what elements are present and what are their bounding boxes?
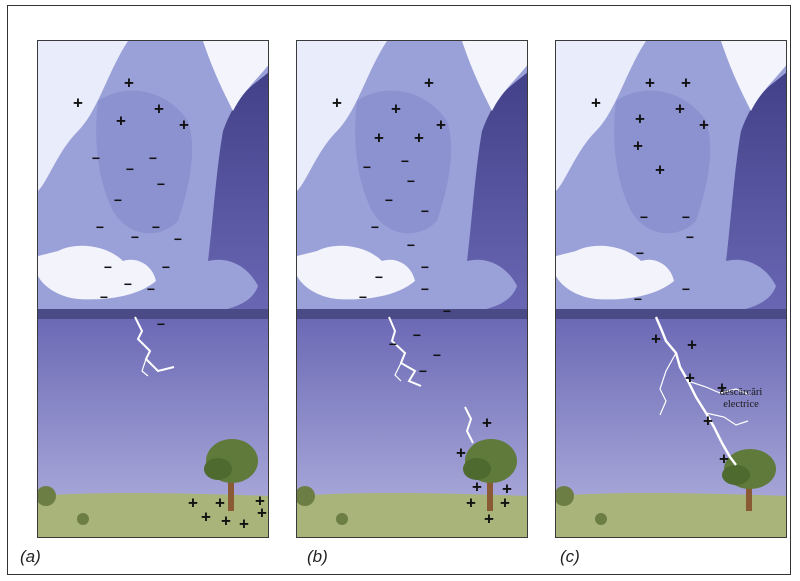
positive-charge: + — [500, 493, 510, 513]
positive-charge: + — [472, 477, 482, 497]
positive-charge: + — [239, 514, 249, 534]
positive-charge: + — [221, 511, 231, 531]
positive-charge: + — [484, 509, 494, 529]
negative-charge: − — [418, 363, 428, 379]
positive-charge: + — [466, 493, 476, 513]
positive-charge: + — [391, 99, 401, 119]
positive-charge: + — [681, 73, 691, 93]
positive-charge: + — [255, 491, 265, 511]
positive-charge: + — [456, 443, 466, 463]
positive-charge: + — [154, 99, 164, 119]
caption-b: (b) — [307, 547, 328, 566]
positive-charge: + — [124, 73, 134, 93]
lightning-bolt — [654, 316, 737, 466]
positive-charge: + — [201, 507, 211, 527]
negative-charge: − — [370, 219, 380, 235]
positive-charge: + — [703, 411, 713, 431]
caption-c: (c) — [560, 547, 580, 566]
panel-a: + + + + + − − − − − − − − − − − − − − − … — [37, 40, 269, 538]
negative-charge: − — [123, 276, 133, 292]
annotation-line-1: descărcări — [719, 387, 763, 398]
negative-charge: − — [125, 161, 135, 177]
negative-charge: − — [103, 259, 113, 275]
lightning-bolt — [388, 316, 422, 387]
positive-charge: + — [699, 115, 709, 135]
positive-charge: + — [257, 503, 267, 523]
annotation-line-2: electrice — [723, 399, 759, 411]
negative-charge: − — [358, 289, 368, 305]
positive-charge: + — [332, 93, 342, 113]
storm-scene-b — [297, 41, 527, 537]
upward-streamer — [464, 406, 474, 444]
negative-charge: − — [420, 281, 430, 297]
positive-charge: + — [655, 160, 665, 180]
negative-charge: − — [156, 176, 166, 192]
negative-charge: − — [400, 153, 410, 169]
positive-charge: + — [635, 109, 645, 129]
annotation-label: descărcări electrice — [696, 387, 786, 411]
negative-charge: − — [639, 209, 649, 225]
negative-charge: − — [412, 327, 422, 343]
positive-charge: + — [717, 378, 727, 398]
panel-c: + + + + + + + + − − − − − − + + + + + + … — [555, 40, 787, 538]
negative-charge: − — [95, 219, 105, 235]
negative-charge: − — [130, 229, 140, 245]
positive-charge: + — [719, 449, 729, 469]
positive-charge: + — [374, 128, 384, 148]
positive-charge: + — [116, 111, 126, 131]
storm-scene-a — [38, 41, 268, 537]
panel-b: + + + + + + − − − − − − − − − − − − − − … — [296, 40, 528, 538]
negative-charge: − — [388, 336, 398, 352]
negative-charge: − — [156, 316, 166, 332]
negative-charge: − — [374, 269, 384, 285]
positive-charge: + — [645, 73, 655, 93]
positive-charge: + — [482, 413, 492, 433]
positive-charge: + — [424, 73, 434, 93]
negative-charge: − — [99, 289, 109, 305]
positive-charge: + — [179, 115, 189, 135]
caption-a: (a) — [20, 547, 41, 566]
negative-charge: − — [432, 347, 442, 363]
negative-charge: − — [442, 303, 452, 319]
negative-charge: − — [420, 259, 430, 275]
positive-charge: + — [651, 329, 661, 349]
positive-charge: + — [685, 368, 695, 388]
positive-charge: + — [73, 93, 83, 113]
positive-charge: + — [633, 136, 643, 156]
negative-charge: − — [362, 159, 372, 175]
positive-charge: + — [436, 115, 446, 135]
negative-charge: − — [633, 291, 643, 307]
negative-charge: − — [146, 281, 156, 297]
negative-charge: − — [148, 150, 158, 166]
negative-charge: − — [113, 192, 123, 208]
negative-charge: − — [681, 281, 691, 297]
positive-charge: + — [188, 493, 198, 513]
storm-scene-c — [556, 41, 786, 537]
negative-charge: − — [91, 150, 101, 166]
lightning-bolt — [134, 316, 175, 373]
negative-charge: − — [420, 203, 430, 219]
positive-charge: + — [215, 493, 225, 513]
negative-charge: − — [681, 209, 691, 225]
negative-charge: − — [173, 231, 183, 247]
positive-charge: + — [687, 335, 697, 355]
negative-charge: − — [384, 192, 394, 208]
positive-charge: + — [502, 479, 512, 499]
negative-charge: − — [635, 245, 645, 261]
positive-charge: + — [675, 99, 685, 119]
negative-charge: − — [685, 229, 695, 245]
negative-charge: − — [151, 219, 161, 235]
positive-charge: + — [414, 128, 424, 148]
negative-charge: − — [161, 259, 171, 275]
negative-charge: − — [406, 237, 416, 253]
positive-charge: + — [591, 93, 601, 113]
negative-charge: − — [406, 173, 416, 189]
